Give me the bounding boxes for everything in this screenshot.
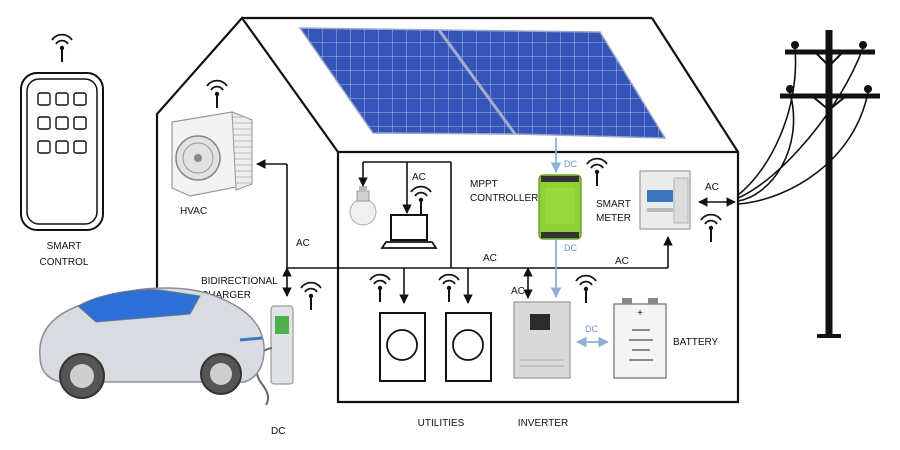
wifi-icon [700,213,722,242]
wifi-icon [438,273,460,302]
utilities-label: UTILITIES [418,418,465,429]
wifi-icon [206,79,228,108]
smart-control-remote [20,72,104,231]
wifi-icon [300,281,322,310]
ac-label-hvac: AC [296,238,310,249]
wifi-icon [369,273,391,302]
ac-label-grid: AC [705,182,719,193]
battery [613,298,667,379]
ac-label-bus: AC [483,253,497,264]
utility-pole [780,30,880,338]
ac-wiring [256,159,736,304]
dc-wiring [550,138,610,348]
battery-plus-sign: + [637,308,643,319]
dryer [445,312,492,382]
mppt-controller [538,174,582,240]
dc-label-mppt: DC [564,243,577,253]
ac-label-lamp: AC [412,172,426,183]
wifi-icon [586,157,608,186]
smart-meter-label-2: METER [596,213,631,224]
inverter [513,301,571,379]
dc-label-battery: DC [585,324,598,334]
solar-panel-array [298,27,667,139]
ac-label-meter-line: AC [615,256,629,267]
dc-label-panel: DC [564,159,577,169]
wifi-icon [51,33,73,62]
inverter-label: INVERTER [518,418,568,429]
hvac-label: HVAC [180,206,207,217]
light-bulb [349,186,377,226]
wifi-icon [410,185,432,214]
grid-power-lines [737,47,869,205]
charger-label-2: CHARGER [201,290,251,301]
ev-dc-label: DC [271,426,285,437]
ac-label-inverter: AC [511,286,525,297]
smart-control-label-2: CONTROL [40,257,89,268]
wifi-icon [575,274,597,303]
smart-control-label-1: SMART [47,241,82,252]
smart-meter-label-1: SMART [596,199,631,210]
hvac-unit [171,111,253,197]
charger-label-1: BIDIRECTIONAL [201,276,278,287]
laptop [380,214,438,249]
mppt-label-1: MPPT [470,179,498,190]
battery-label: BATTERY [673,337,719,348]
electric-car [39,287,265,399]
mppt-label-2: CONTROLLER [470,193,538,204]
washing-machine [379,312,426,382]
ev-charger [255,305,294,406]
house-outline [155,16,740,404]
smart-meter [639,170,691,230]
